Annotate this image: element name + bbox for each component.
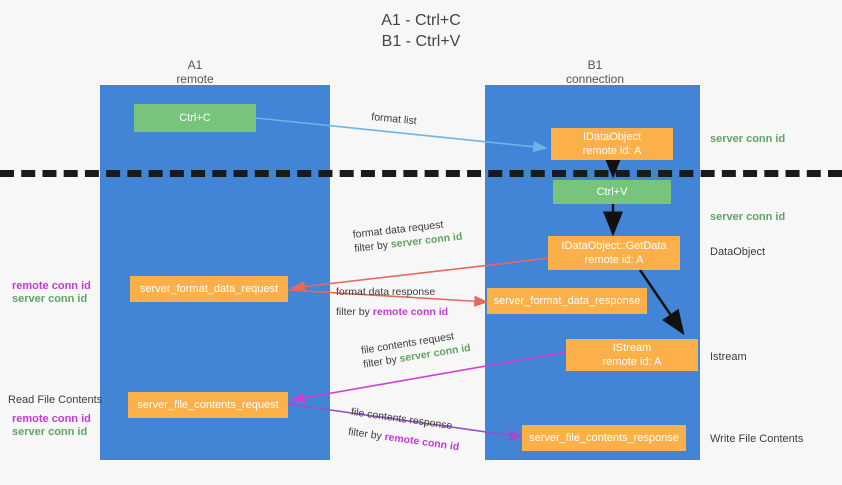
edge-label-format-data-request: format data request filter by server con… [352, 216, 463, 256]
edge-fcres-prefix: filter by [347, 425, 386, 443]
edge-fcres-value: remote conn id [383, 430, 461, 454]
annotation-dataobject: DataObject [710, 246, 766, 258]
node-istream-line1: IStream [612, 342, 652, 354]
annotation-server-conn-id-top: server conn id [710, 133, 786, 145]
annotation-server-conn-id-mid: server conn id [710, 211, 786, 223]
node-idataobject-line2: remote id: A [582, 145, 642, 157]
node-ctrl-v-label: Ctrl+V [596, 186, 628, 198]
edge-fdres-line1: format data response [336, 286, 436, 298]
edge-format-list-text: format list [370, 110, 418, 128]
node-format-data-response-label: server_format_data_response [493, 295, 641, 307]
column-header-b1: B1 connection [530, 58, 660, 86]
annotation-write-file-contents: Write File Contents [710, 433, 804, 445]
node-file-contents-request[interactable]: server_file_contents_request [128, 392, 288, 418]
edge-fdres-prefix: filter by [336, 306, 373, 318]
phase-divider [0, 170, 842, 177]
edge-fdreq-prefix: filter by [353, 238, 392, 255]
column-b1-name: B1 [587, 58, 603, 72]
edge-label-file-contents-response: file contents response filter by remote … [347, 405, 463, 454]
diagram-title: A1 - Ctrl+C B1 - Ctrl+V [0, 10, 842, 52]
column-a1-name: A1 [187, 58, 203, 72]
node-getdata-line2: remote id: A [584, 254, 644, 266]
node-idataobject-line1: IDataObject [582, 131, 642, 143]
node-format-data-response[interactable]: server_format_data_response [487, 288, 647, 314]
node-getdata[interactable]: IDataObject::GetData remote id: A [548, 236, 680, 270]
node-ctrl-c-label: Ctrl+C [179, 112, 211, 124]
node-idataobject[interactable]: IDataObject remote id: A [551, 128, 673, 160]
node-istream[interactable]: IStream remote id: A [566, 339, 698, 371]
column-header-a1: A1 remote [130, 58, 260, 86]
annotation-left-server-conn-id-2: server conn id [12, 426, 88, 438]
node-file-contents-response[interactable]: server_file_contents_response [522, 425, 686, 451]
edge-fdres-line2: filter by remote conn id [336, 305, 448, 319]
edge-label-format-list: format list [371, 110, 418, 128]
annotation-istream: Istream [710, 351, 747, 363]
edge-fdres-value: remote conn id [372, 306, 449, 318]
node-file-contents-response-label: server_file_contents_response [529, 432, 679, 444]
annotation-left-remote-conn-id-1: remote conn id [12, 280, 91, 292]
annotation-left-server-conn-id-1: server conn id [12, 293, 88, 305]
title-line-2: B1 - Ctrl+V [381, 33, 461, 50]
title-line-1: A1 - Ctrl+C [381, 12, 461, 29]
annotation-left-remote-conn-id-2: remote conn id [12, 413, 91, 425]
column-a1-sub: remote [176, 72, 214, 86]
node-istream-line2: remote id: A [602, 356, 662, 368]
node-getdata-line1: IDataObject::GetData [561, 240, 667, 252]
node-ctrl-v[interactable]: Ctrl+V [553, 180, 671, 204]
node-format-data-request[interactable]: server_format_data_request [130, 276, 288, 302]
column-b1-sub: connection [565, 72, 625, 86]
node-file-contents-request-label: server_file_contents_request [137, 399, 279, 411]
node-format-data-request-label: server_format_data_request [139, 283, 279, 295]
annotation-read-file-contents: Read File Contents [8, 394, 103, 406]
edge-label-format-data-response: format data response filter by remote co… [336, 285, 448, 319]
edge-label-file-contents-request: file contents request filter by server c… [360, 327, 472, 372]
node-ctrl-c[interactable]: Ctrl+C [134, 104, 256, 132]
